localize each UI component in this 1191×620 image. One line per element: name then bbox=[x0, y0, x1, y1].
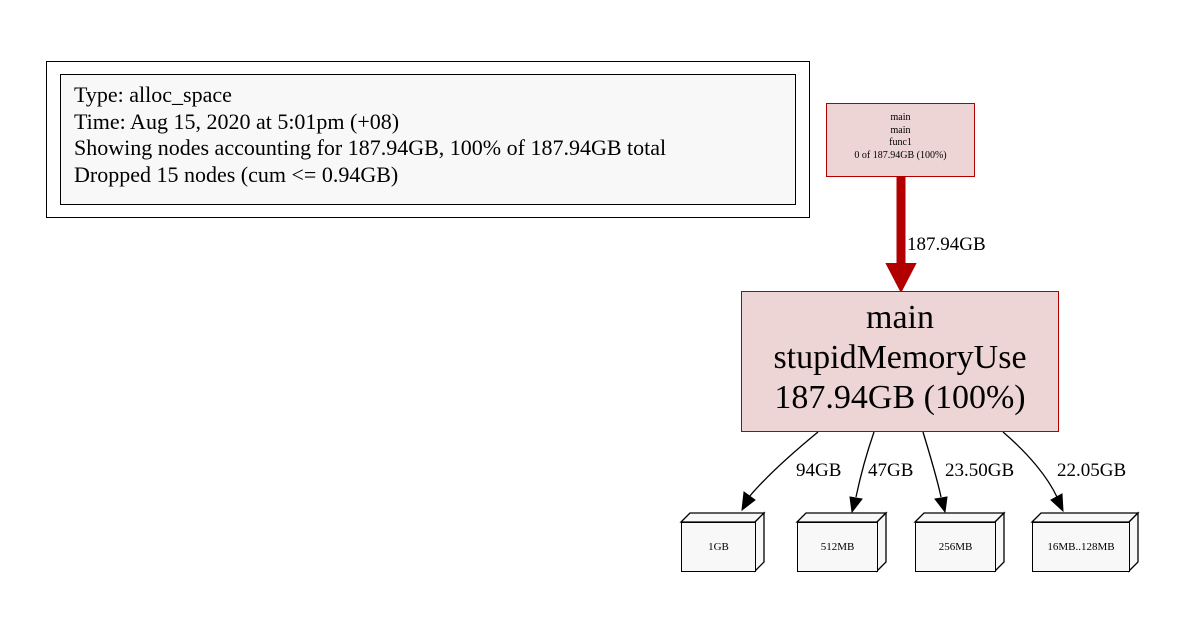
box-256mb-top bbox=[913, 512, 1006, 523]
leaf-node-1gb-label: 1GB bbox=[708, 541, 729, 553]
edge-func1-to-main-arrowhead bbox=[885, 263, 917, 294]
edge-label-256mb: 23.50GB bbox=[945, 460, 1015, 481]
node-func1-pkg: main bbox=[890, 112, 911, 123]
node-main-stupidmemoryuse[interactable]: main stupidMemoryUse 187.94GB (100%) bbox=[741, 291, 1059, 432]
node-func1-pkg2: main bbox=[890, 124, 911, 136]
edge-main-to-16mb[interactable] bbox=[1002, 431, 1058, 498]
edge-label-512mb: 47GB bbox=[868, 460, 914, 481]
box-256mb-side bbox=[994, 511, 1005, 573]
edge-label-16mb: 22.05GB bbox=[1057, 460, 1127, 481]
box-1gb-side bbox=[754, 511, 765, 573]
node-main-pkg: main bbox=[866, 299, 934, 336]
edge-label-func1-main: 187.94GB bbox=[907, 234, 986, 255]
edge-main-to-1gb-arrowhead bbox=[741, 491, 756, 512]
leaf-node-512mb-label: 512MB bbox=[820, 541, 855, 553]
edge-main-to-256mb[interactable] bbox=[922, 431, 942, 498]
box-1gb-top bbox=[679, 512, 766, 523]
node-main-func1[interactable]: main main func1 0 of 187.94GB (100%) bbox=[826, 103, 975, 177]
node-func1-name: func1 bbox=[889, 137, 912, 148]
box-16mb-side bbox=[1128, 511, 1139, 573]
leaf-node-16mb-128mb-face: 16MB..128MB bbox=[1032, 522, 1130, 572]
edge-main-to-16mb-arrowhead bbox=[1050, 493, 1064, 513]
edge-label-1gb: 94GB bbox=[796, 460, 842, 481]
legend-time: Time: Aug 15, 2020 at 5:01pm (+08) bbox=[74, 108, 400, 134]
legend-dropped: Dropped 15 nodes (cum <= 0.94GB) bbox=[74, 161, 399, 187]
legend-box: Type: alloc_space Time: Aug 15, 2020 at … bbox=[60, 74, 796, 205]
node-main-value: 187.94GB (100%) bbox=[774, 379, 1026, 416]
node-main-name: stupidMemoryUse bbox=[773, 339, 1027, 376]
edge-main-to-512mb[interactable] bbox=[855, 431, 875, 498]
edge-main-to-512mb-arrowhead bbox=[849, 496, 863, 514]
leaf-node-256mb-label: 256MB bbox=[938, 541, 973, 553]
leaf-node-16mb-128mb-label: 16MB..128MB bbox=[1047, 541, 1115, 553]
box-512mb-top bbox=[795, 512, 888, 523]
leaf-node-256mb-face: 256MB bbox=[915, 522, 996, 572]
leaf-node-512mb-face: 512MB bbox=[797, 522, 878, 572]
node-func1-value: 0 of 187.94GB (100%) bbox=[854, 149, 947, 161]
legend-outer-frame bbox=[46, 61, 810, 218]
box-16mb-top bbox=[1030, 512, 1140, 523]
legend-type: Type: alloc_space bbox=[74, 82, 232, 107]
legend-showing: Showing nodes accounting for 187.94GB, 1… bbox=[74, 135, 667, 160]
edge-main-to-1gb[interactable] bbox=[748, 431, 819, 498]
box-512mb-side bbox=[876, 511, 887, 573]
leaf-node-1gb-face: 1GB bbox=[681, 522, 756, 572]
edge-main-to-256mb-arrowhead bbox=[934, 496, 948, 514]
